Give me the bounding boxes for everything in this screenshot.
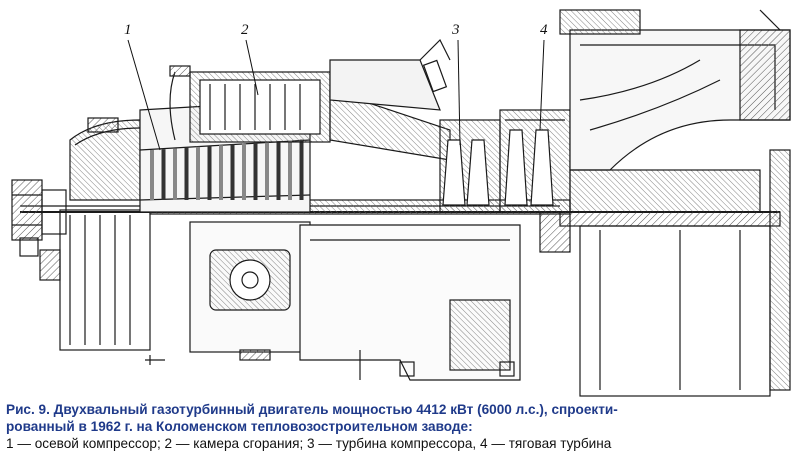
caption-title-line-2: рованный в 1962 г. на Коломенском теплов… [6,419,473,434]
accessory-housing [189,221,311,361]
compressor-blade [299,139,304,200]
compressor-blade [288,140,292,200]
output-shaft-housing [559,149,791,397]
caption-legend: 1 — осевой компрессор; 2 — камера сгоран… [6,436,612,451]
leader-1 [127,39,161,151]
compressor-blade [207,146,212,200]
compressor-blade-rows [150,139,304,200]
engine-cross-section-drawing [11,9,791,397]
compressor-blade [196,146,200,200]
compressor-blade [265,142,269,200]
callout-4: 4 [540,22,548,38]
compressor-blade [276,141,281,200]
leader-3 [457,39,461,146]
compressor-blade [253,142,258,200]
rear-bearing [539,211,571,253]
compressor-blade [242,143,246,200]
callout-2: 2 [241,22,249,38]
left-coupling [11,179,67,257]
figure-caption: Рис. 9. Двухвальный газотурбинный двигат… [6,401,796,452]
leader-2 [245,39,259,96]
compressor-blade [173,148,177,200]
compressor-turbine [439,119,501,213]
power-turbine [499,109,571,213]
callout-1: 1 [124,22,132,38]
compressor-blade [161,149,166,200]
compressor-blade [150,150,154,200]
callout-3: 3 [452,22,460,38]
compressor-blade [219,145,223,200]
base-frame [299,224,521,381]
compressor-blade [184,147,189,200]
exhaust-duct [559,9,791,171]
combustion-chamber [169,65,331,143]
caption-title-line-1: Рис. 9. Двухвальный газотурбинный двигат… [6,402,618,417]
front-support [39,209,151,351]
compressor-blade [230,144,235,200]
leader-4 [539,39,545,131]
